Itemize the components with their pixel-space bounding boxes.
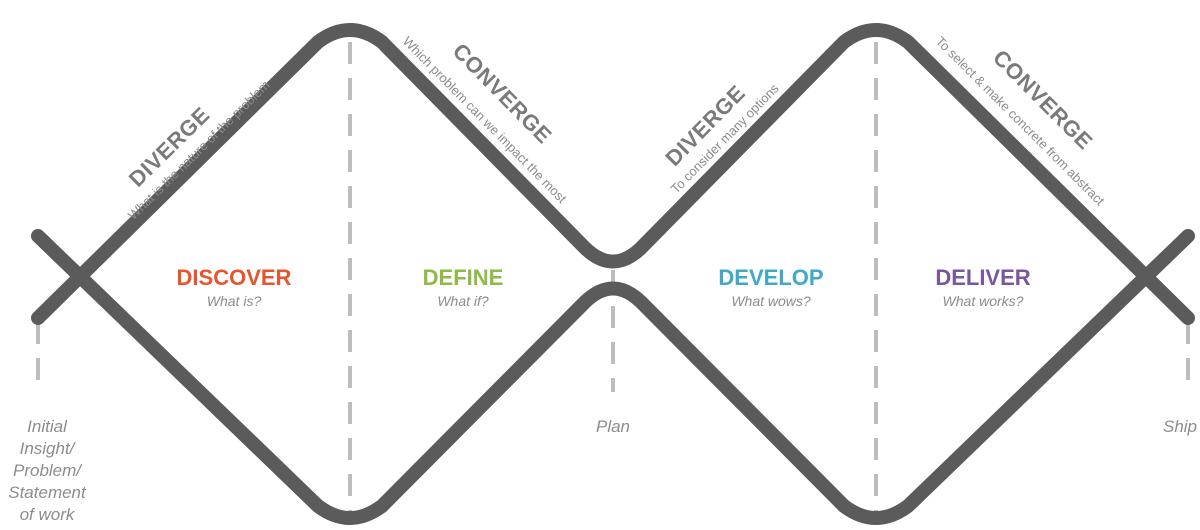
phase-define-subtitle: What if? <box>437 293 489 309</box>
phase-define-title: DEFINE <box>423 265 504 290</box>
milestone-start-line-1: Initial <box>27 417 68 436</box>
phase-discover-title: DISCOVER <box>177 265 292 290</box>
converge-2-annotation: To select & make concrete from abstract … <box>933 34 1108 209</box>
milestone-start-line-3: Problem/ <box>13 461 83 480</box>
phase-discover-subtitle: What is? <box>207 293 262 309</box>
diverge-1-annotation: DIVERGE What is the nature of the proble… <box>124 77 273 222</box>
diamond-paths <box>31 23 1195 525</box>
phase-define: DEFINE What if? <box>423 265 504 309</box>
milestone-ship: Ship <box>1163 417 1197 436</box>
milestone-start-line-4: Statement <box>8 483 87 502</box>
phase-discover: DISCOVER What is? <box>177 265 292 309</box>
diamond-top-path <box>31 23 1195 325</box>
phase-deliver: DELIVER What works? <box>935 265 1030 309</box>
milestone-start-line-2: Insight/ <box>20 439 77 458</box>
phase-develop-title: DEVELOP <box>718 265 823 290</box>
diamond-bottom-path <box>31 229 1195 525</box>
milestone-plan: Plan <box>596 417 630 436</box>
phase-deliver-title: DELIVER <box>935 265 1030 290</box>
converge-1-annotation: Which problem can we impact the most CON… <box>400 34 570 207</box>
phase-deliver-subtitle: What works? <box>943 293 1024 309</box>
phase-develop-subtitle: What wows? <box>731 293 811 309</box>
milestone-start-line-5: of work <box>20 505 76 524</box>
phase-develop: DEVELOP What wows? <box>718 265 823 309</box>
milestone-start: Initial Insight/ Problem/ Statement of w… <box>8 417 87 524</box>
